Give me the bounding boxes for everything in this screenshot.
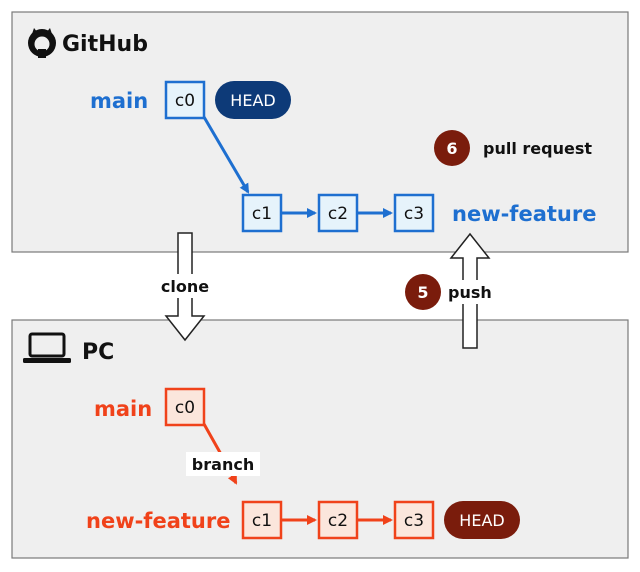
github-commit-c2-label: c2	[328, 204, 348, 224]
laptop-icon	[23, 332, 71, 363]
github-commit-c0-label: c0	[175, 91, 195, 111]
clone-label: clone	[161, 277, 209, 296]
push-label: push	[448, 283, 492, 302]
push-label-background	[440, 280, 498, 304]
github-panel: GitHub main c0 c1 c2 c3 HEAD new-feature	[11, 11, 629, 253]
branch-label: branch	[192, 455, 254, 474]
github-main-label: main	[90, 89, 148, 113]
github-commit-c1-label: c1	[252, 204, 272, 224]
github-commit-c3: c3	[393, 193, 435, 233]
pc-commit-c0-label: c0	[175, 398, 195, 418]
pc-head-label: HEAD	[459, 511, 504, 530]
github-icon	[28, 28, 56, 58]
pc-feature-label: new-feature	[86, 509, 230, 533]
github-title: GitHub	[62, 32, 148, 57]
github-arrow-c0-c1	[202, 116, 250, 194]
pull-request-label: pull request	[483, 139, 592, 158]
pc-commit-c3-label: c3	[404, 511, 424, 531]
pc-panel: PC main branch c0 c1 c2 c3 new-feature	[11, 319, 629, 559]
pc-head-badge: HEAD	[444, 501, 520, 539]
step-5-badge	[405, 274, 441, 310]
github-feature-label: new-feature	[452, 202, 596, 226]
branch-label-background	[186, 452, 260, 476]
github-head-badge: HEAD	[215, 81, 291, 119]
github-commit-c1: c1	[241, 193, 283, 233]
pc-commit-c0: c0	[164, 387, 206, 427]
step-5-number: 5	[417, 283, 428, 302]
pc-commit-c2: c2	[317, 500, 359, 540]
clone-label-background	[150, 274, 220, 298]
pc-commit-c2-label: c2	[328, 511, 348, 531]
github-commit-c0: c0	[164, 80, 206, 120]
pull-request-step: 6 pull request	[434, 130, 592, 166]
github-commit-c2: c2	[317, 193, 359, 233]
github-head-label: HEAD	[230, 91, 275, 110]
push-arrow: 5 push	[405, 232, 498, 349]
pc-commit-c1: c1	[241, 500, 283, 540]
pc-main-label: main	[94, 397, 152, 421]
pc-commit-c3: c3	[393, 500, 435, 540]
github-commit-c3-label: c3	[404, 204, 424, 224]
step-6-badge	[434, 130, 470, 166]
clone-arrow: clone	[150, 232, 220, 342]
pc-title: PC	[82, 340, 114, 365]
step-6-number: 6	[446, 139, 457, 158]
pc-commit-c1-label: c1	[252, 511, 272, 531]
